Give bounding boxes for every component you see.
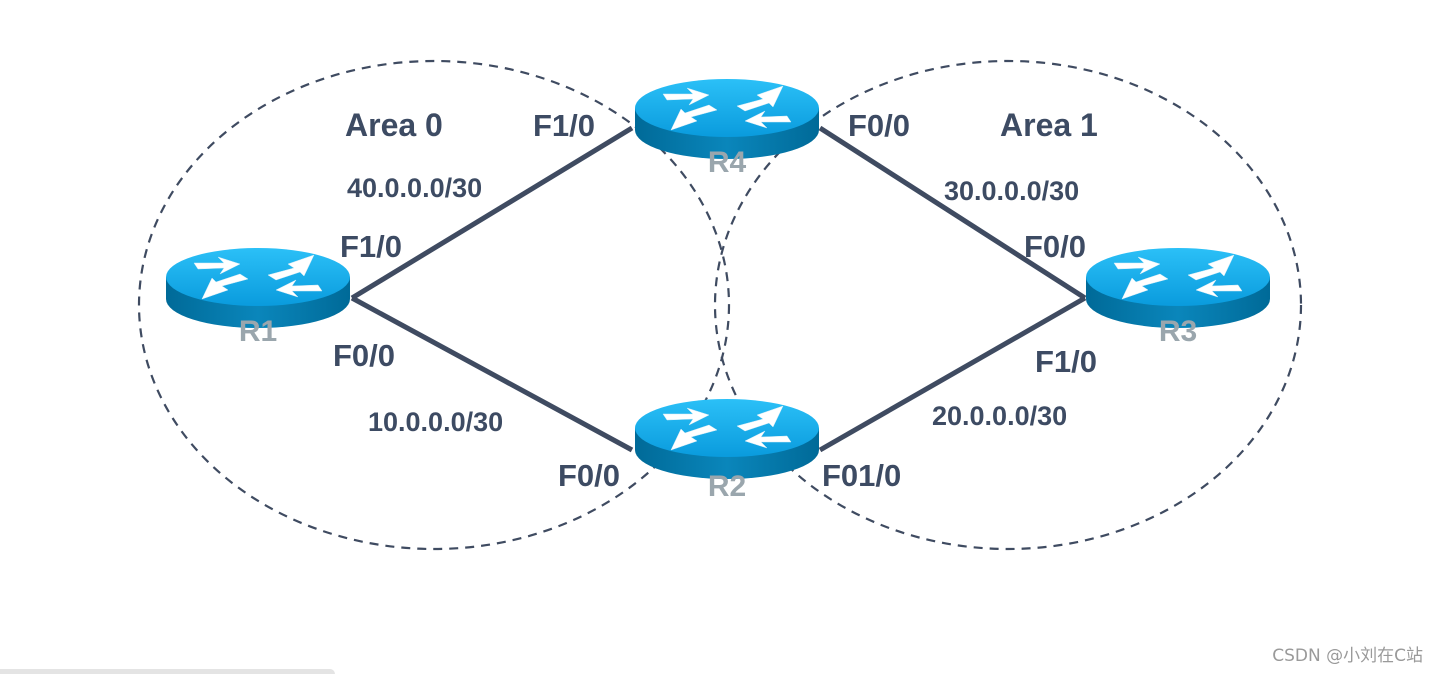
network-r1-r4: 40.0.0.0/30 xyxy=(347,173,482,203)
r3-interface-to-r4: F0/0 xyxy=(1024,229,1086,264)
router-r4-name: R4 xyxy=(708,146,747,179)
r4-interface-to-r1: F1/0 xyxy=(533,108,595,143)
r1-interface-to-r4: F1/0 xyxy=(340,229,402,264)
router-r3[interactable]: R3 xyxy=(1085,247,1271,348)
router-r1[interactable]: R1 xyxy=(165,247,351,348)
r4-interface-to-r3: F0/0 xyxy=(848,108,910,143)
router-r3-name: R3 xyxy=(1159,315,1197,348)
network-r2-r3: 20.0.0.0/30 xyxy=(932,401,1067,431)
router-r2-name: R2 xyxy=(708,470,746,503)
r1-interface-to-r2: F0/0 xyxy=(333,338,395,373)
watermark-text: CSDN @小刘在C站 xyxy=(1272,646,1423,666)
link-r1-r4 xyxy=(350,125,634,301)
r2-interface-to-r3: F01/0 xyxy=(822,458,901,493)
scrollbar-hint xyxy=(0,669,335,674)
router-r1-name: R1 xyxy=(239,315,277,348)
r2-interface-to-r1: F0/0 xyxy=(558,458,620,493)
network-r1-r2: 10.0.0.0/30 xyxy=(368,407,503,437)
area-1-label: Area 1 xyxy=(1000,107,1098,143)
area-0-label: Area 0 xyxy=(345,107,443,143)
area-0-boundary xyxy=(137,59,731,551)
area-1-boundary xyxy=(713,59,1303,551)
network-r4-r3: 30.0.0.0/30 xyxy=(944,176,1079,206)
link-r2-r3 xyxy=(818,295,1087,453)
link-r4-r3 xyxy=(818,125,1087,301)
link-r1-r2 xyxy=(350,295,634,453)
router-r2[interactable]: R2 xyxy=(634,398,820,503)
r3-interface-to-r2: F1/0 xyxy=(1035,344,1097,379)
router-r4[interactable]: R4 xyxy=(634,78,820,179)
